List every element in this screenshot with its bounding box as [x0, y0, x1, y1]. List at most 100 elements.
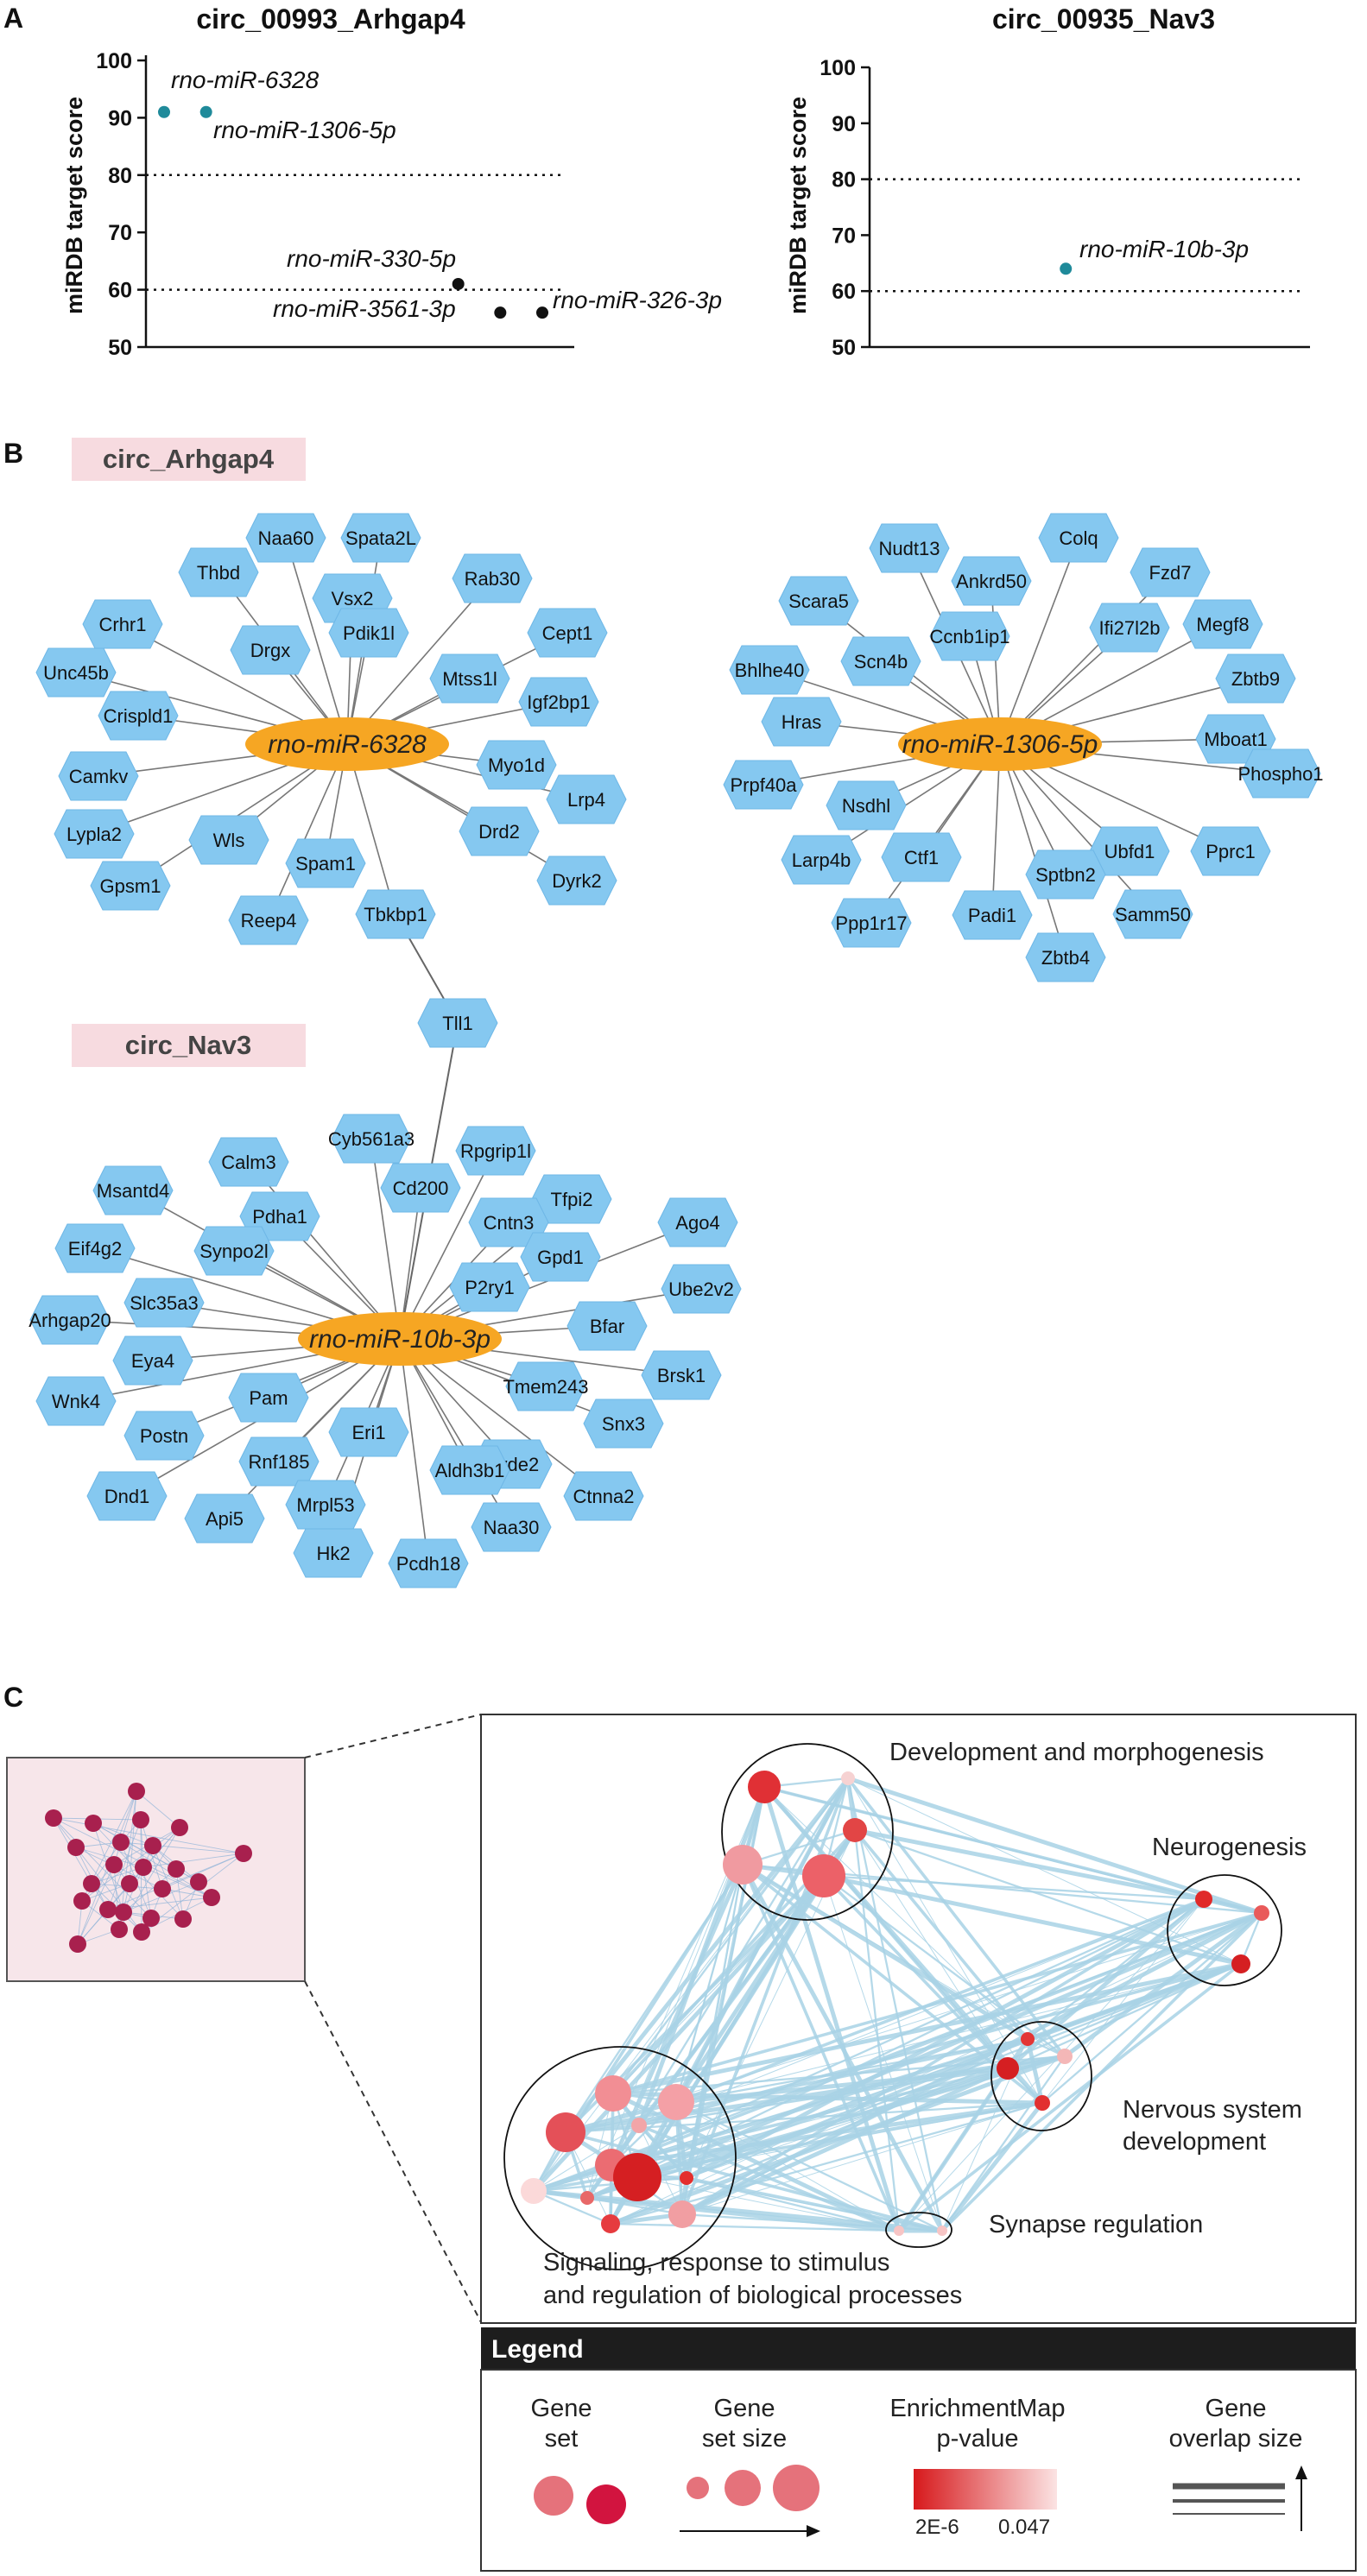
- gene-node: Padi1: [952, 890, 1033, 940]
- enrichment-edge: [564, 1777, 850, 2134]
- gene-node: Cept1: [527, 608, 608, 658]
- gene-node-shape: [1215, 653, 1296, 704]
- enrichment-edge: [674, 2101, 684, 2215]
- gene-label: Ankrd50: [956, 571, 1027, 592]
- enrichment-edge: [686, 2068, 1009, 2179]
- gene-label: Hk2: [316, 1543, 350, 1564]
- overview-node: [99, 1901, 117, 1918]
- enrichment-edge: [1203, 1897, 1263, 1916]
- gene-label: Brsk1: [657, 1365, 706, 1386]
- enrichment-edge: [897, 1962, 1243, 2232]
- gene-node-shape: [518, 677, 599, 727]
- cluster-label-development: Development and morphogenesis: [889, 1739, 1264, 1766]
- circ-label-arhgap4: circ_Arhgap4: [103, 444, 275, 474]
- gene-label: Ifi27l2b: [1099, 617, 1161, 639]
- gene-node-shape: [328, 1407, 409, 1457]
- y-tick-label: 50: [832, 336, 856, 360]
- gene-node-shape: [238, 1436, 320, 1487]
- cluster-outline: [503, 2046, 737, 2270]
- gene-label: Crhr1: [98, 614, 146, 635]
- network-edge: [285, 537, 348, 745]
- gene-set-node: [1035, 2095, 1050, 2111]
- gene-set-node: [580, 2191, 594, 2205]
- overview-edge: [91, 1866, 144, 1885]
- overview-node: [203, 1889, 220, 1906]
- gene-set-node: [658, 2084, 694, 2120]
- gene-label: Prpf40a: [730, 774, 797, 796]
- gene-node-shape: [881, 832, 962, 882]
- legend-pvalue-2: p-value: [936, 2425, 1018, 2453]
- panel-letter-c: C: [3, 1682, 23, 1713]
- gene-node: Fzd7: [1130, 547, 1211, 597]
- gene-node: Ifi27l2b: [1089, 603, 1170, 653]
- gene-label: Unc45b: [43, 662, 109, 684]
- enrichment-edge: [846, 1777, 944, 2232]
- gene-set-node: [843, 1818, 867, 1842]
- gene-label: Phospho1: [1237, 763, 1323, 785]
- gene-label: P2ry1: [465, 1277, 514, 1298]
- gene-node-shape: [1182, 599, 1263, 649]
- cluster-outline: [885, 2212, 952, 2248]
- enrichment-edge: [847, 1777, 1242, 1965]
- overview-edge: [75, 1847, 142, 1933]
- gene-node: Drgx: [230, 625, 311, 675]
- enrichment-edge: [638, 2125, 683, 2215]
- gene-set-node: [1195, 1891, 1212, 1908]
- legend: Legend Gene set Gene set size Enrichment…: [480, 2327, 1357, 2572]
- gene-node: Ube2v2: [661, 1264, 742, 1314]
- cluster-outline: [990, 2021, 1092, 2131]
- cluster-label-synapse: Synapse regulation: [989, 2211, 1203, 2238]
- overview-edge: [77, 1864, 115, 1945]
- network-edge: [999, 537, 1079, 745]
- mirna-hub: rno-miR-6328: [245, 717, 449, 771]
- gene-set-node: [1021, 2032, 1035, 2046]
- gene-node: Dyrk2: [536, 856, 617, 906]
- cluster-outline: [721, 1743, 894, 1921]
- point-label-mir-330-5p: rno-miR-330-5p: [287, 245, 456, 272]
- zoom-guide-top: [304, 1714, 482, 1758]
- data-point: [452, 277, 465, 290]
- gene-node-shape: [184, 1493, 265, 1544]
- enrichment-edge: [681, 2037, 1028, 2216]
- legend-title: Legend: [491, 2335, 584, 2364]
- gene-node: Spata2L: [340, 513, 421, 563]
- legend-pvalue-min: 2E-6: [915, 2516, 959, 2539]
- gene-node: Samm50: [1112, 889, 1193, 939]
- gene-node-shape: [123, 1411, 205, 1461]
- cluster-label-neurogenesis: Neurogenesis: [1152, 1834, 1307, 1861]
- overview-node: [111, 1921, 128, 1938]
- gene-label: Wnk4: [52, 1391, 100, 1412]
- gene-set-node: [723, 1845, 763, 1885]
- gene-label: Snx3: [602, 1413, 645, 1435]
- gene-node-shape: [1240, 748, 1321, 799]
- chart-title-nav3: circ_00935_Nav3: [992, 3, 1215, 35]
- gene-node-shape: [476, 740, 557, 790]
- gene-node: Rab30: [452, 553, 533, 603]
- gene-label: Mboat1: [1204, 729, 1267, 750]
- enrichment-edge: [741, 1862, 1029, 2042]
- gene-node-shape: [929, 611, 1010, 661]
- gene-node-shape: [355, 889, 436, 939]
- gene-node-shape: [778, 576, 859, 626]
- circ-label-box-nav3: [72, 1024, 306, 1067]
- gene-label: Spam1: [295, 853, 356, 874]
- gene-label: Pcdh18: [396, 1553, 461, 1575]
- score-chart-nav3: circ_00935_Nav3 miRDB target score 10090…: [785, 3, 1310, 360]
- gene-node: Zbtb4: [1025, 932, 1106, 982]
- gene-node-shape: [566, 1301, 648, 1351]
- legend-size-small: [687, 2477, 709, 2499]
- gene-node: Synpo2l: [193, 1226, 275, 1276]
- gene-label: Api5: [206, 1508, 244, 1530]
- overview-node: [85, 1815, 102, 1832]
- gene-label: Zbtb9: [1231, 668, 1280, 690]
- gene-node: Dnd1: [86, 1471, 168, 1521]
- gene-node: Bfar: [566, 1301, 648, 1351]
- gene-node: Nsdhl: [826, 780, 907, 830]
- legend-gene-set-node-light: [534, 2476, 573, 2516]
- enrichment-edge: [1006, 1897, 1206, 2070]
- gene-set-node: [894, 2226, 904, 2236]
- overview-node: [132, 1811, 149, 1828]
- legend-gene-set-size-2: set size: [702, 2425, 787, 2453]
- gene-node-shape: [331, 1114, 412, 1164]
